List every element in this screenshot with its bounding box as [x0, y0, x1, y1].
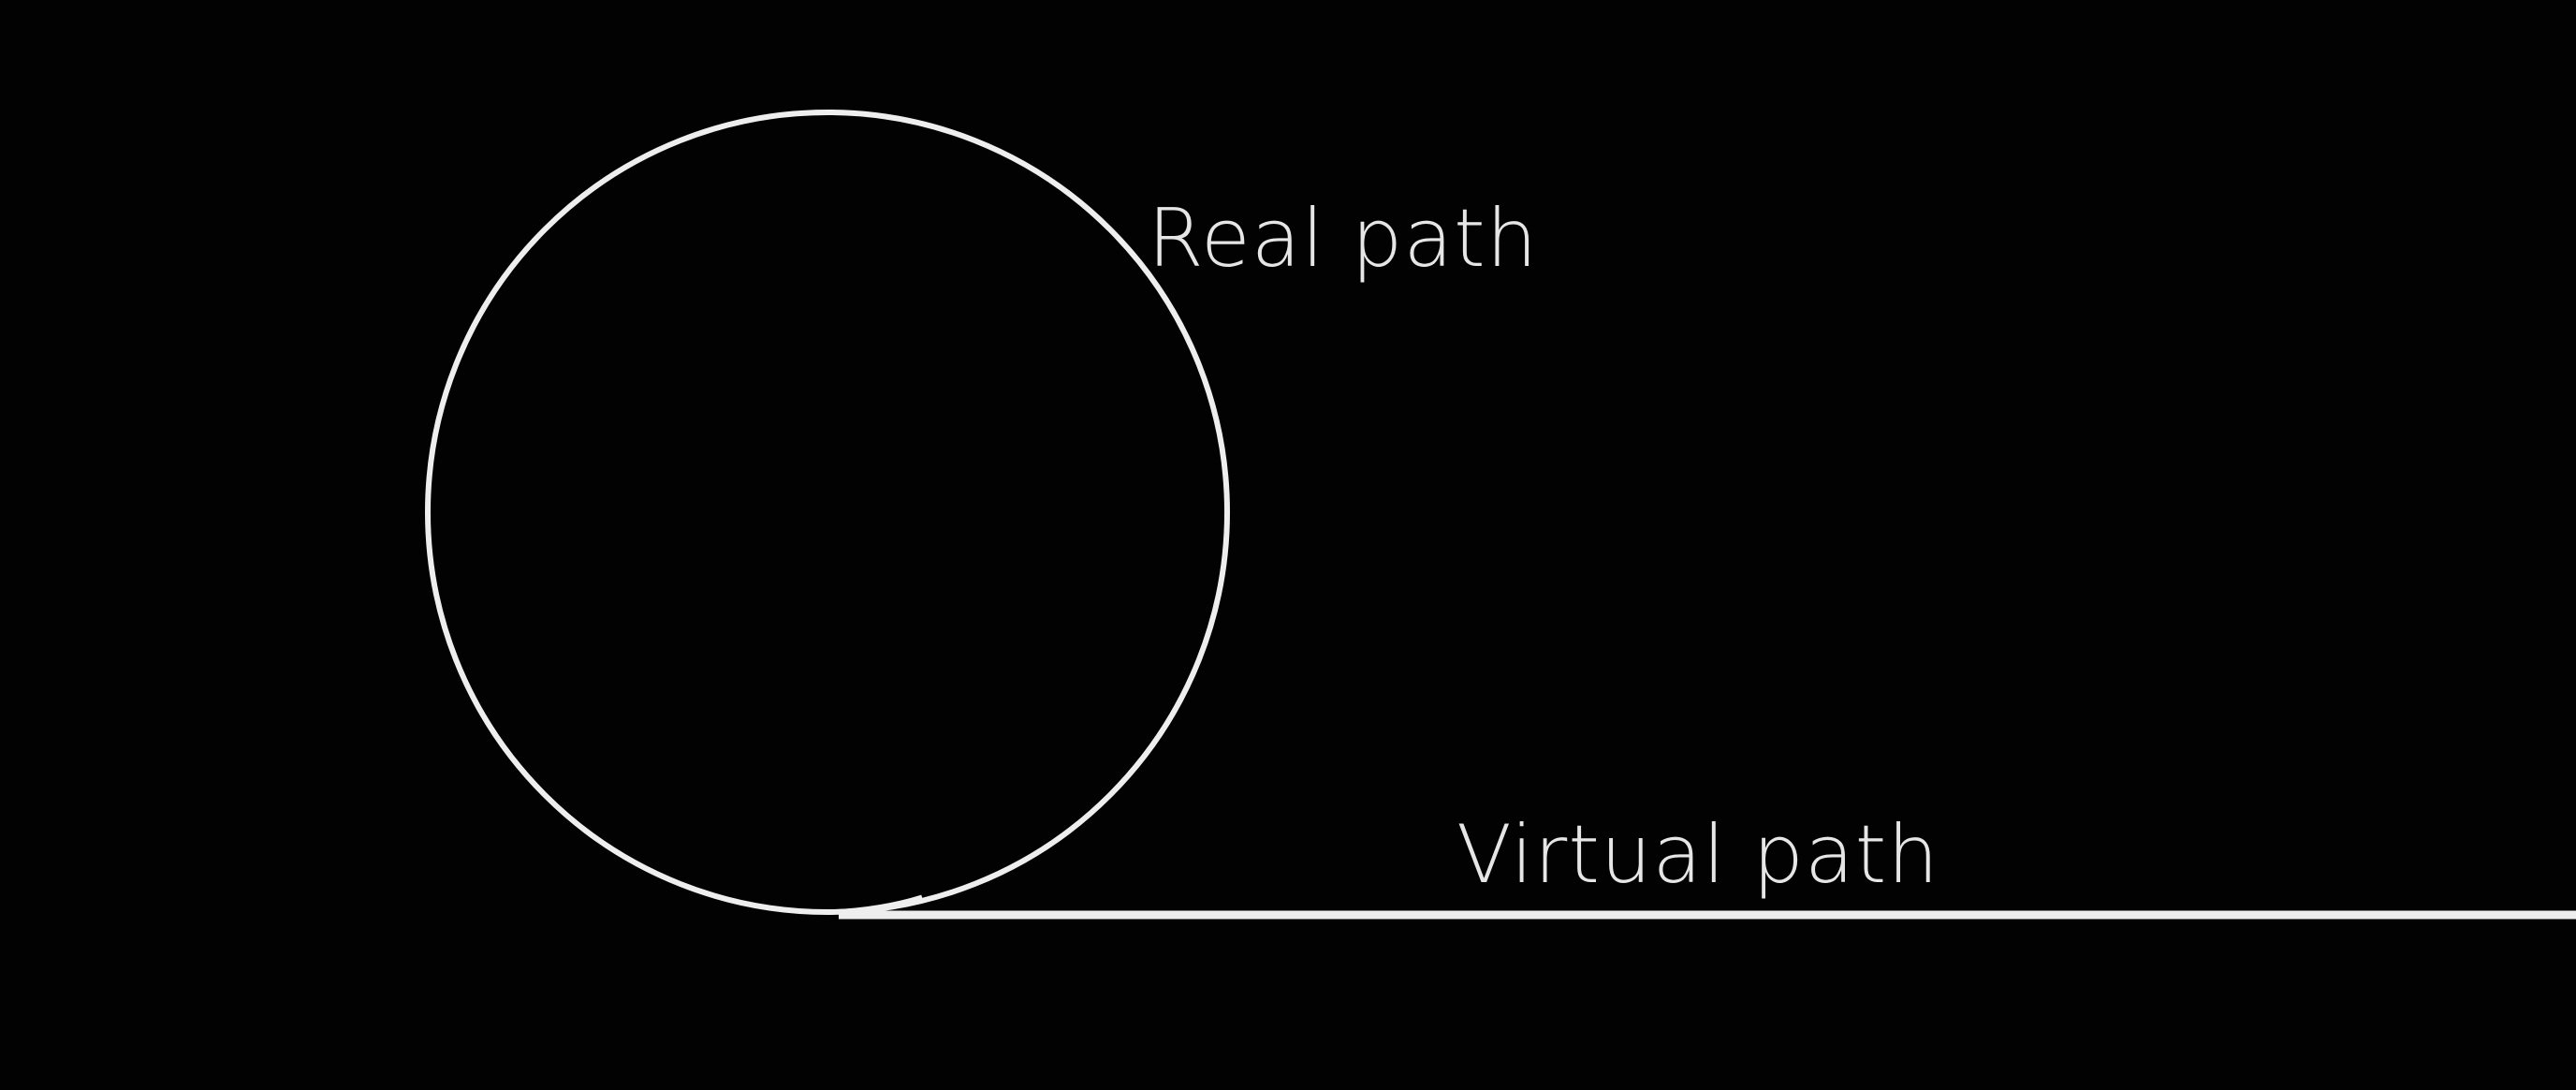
real-path-circle — [425, 110, 1230, 915]
virtual-path-label: Virtual path — [1456, 808, 1939, 902]
real-path-label: Real path — [1148, 192, 1539, 286]
path-junction — [827, 894, 923, 915]
